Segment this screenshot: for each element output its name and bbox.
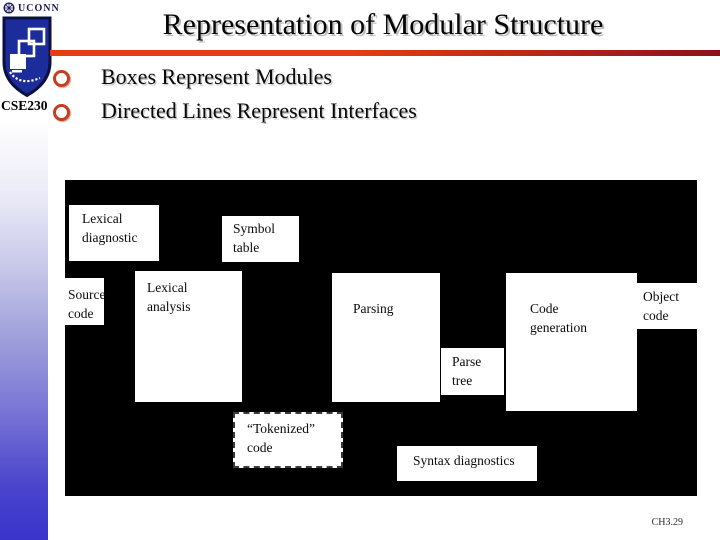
figure-box-label: Parse tree [452, 354, 482, 388]
figure-box-label: Lexical diagnostic [82, 211, 138, 245]
uconn-seal-icon [3, 2, 15, 14]
bullet-text: Directed Lines Represent Interfaces [101, 98, 417, 123]
figure-box-label: Symbol table [233, 221, 276, 255]
figure-box-parse-tree: Parse tree [441, 348, 504, 395]
cse-crest-icon [2, 16, 52, 98]
uconn-brandmark: UCONN [3, 2, 60, 14]
slide-title: Representation of Modular Structure [162, 8, 604, 41]
figure-box-code-generation: Code generation [506, 273, 637, 411]
bullet-list: Boxes Represent Modules Directed Lines R… [52, 62, 417, 130]
bullet-text: Boxes Represent Modules [101, 64, 332, 89]
course-code-label: CSE230 [1, 98, 48, 113]
bullet-item: Boxes Represent Modules [52, 62, 417, 96]
figure-box-label: Syntax diagnostics [413, 453, 515, 468]
bullet-ring-icon [53, 104, 70, 121]
figure-box-object-code: Object code [637, 283, 697, 329]
title-rule [50, 50, 720, 56]
figure-box-label: Lexical analysis [147, 280, 191, 314]
figure-box-syntax-diagnostics: Syntax diagnostics [397, 446, 537, 481]
figure-box-lexical-diagnostic: Lexical diagnostic [69, 205, 159, 261]
slide-number: CH3.29 [651, 517, 683, 528]
figure-box-tokenized-code: “Tokenized” code [233, 412, 343, 468]
bullet-ring-icon [53, 70, 70, 87]
figure-box-label: Parsing [353, 301, 394, 316]
figure-box-label: Object code [643, 289, 679, 323]
figure-box-lexical-analysis: Lexical analysis [135, 271, 242, 402]
bullet-item: Directed Lines Represent Interfaces [52, 96, 417, 130]
figure-box-symbol-table: Symbol table [222, 216, 299, 262]
figure-box-label: Code generation [530, 301, 587, 335]
figure-box-label: Source code [68, 287, 106, 321]
figure-box-source-code: Source code [65, 278, 106, 325]
uconn-wordmark: UCONN [18, 2, 60, 14]
figure-box-parsing: Parsing [332, 273, 440, 402]
figure-box-label: “Tokenized” code [247, 421, 316, 455]
